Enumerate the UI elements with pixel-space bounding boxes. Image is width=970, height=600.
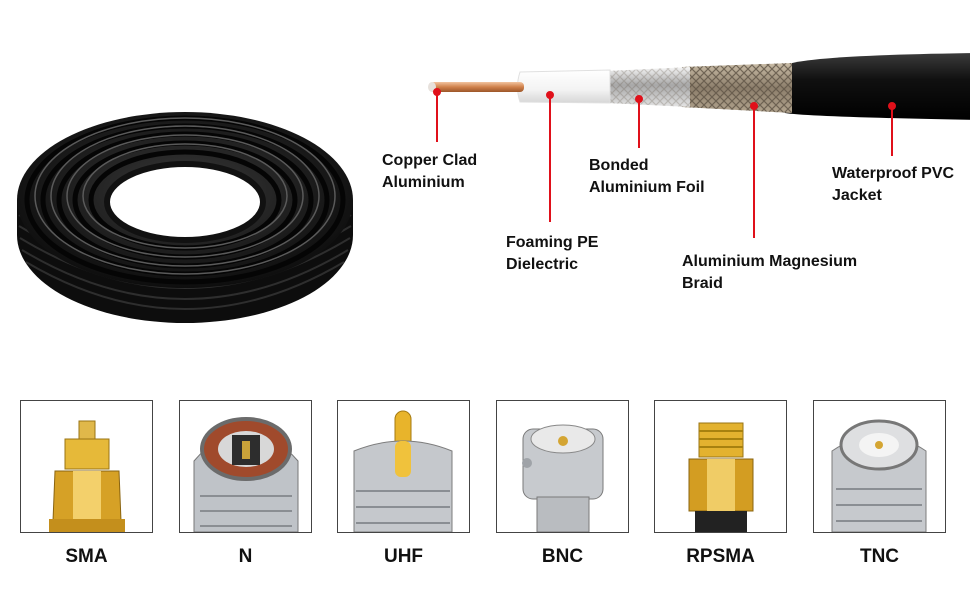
connector-label-n: N bbox=[238, 546, 253, 567]
connector-rpsma-image bbox=[654, 400, 787, 533]
connector-label-tnc: TNC bbox=[859, 546, 900, 567]
connector-label-sma: SMA bbox=[65, 546, 108, 567]
cable-cross-section-image bbox=[428, 53, 970, 120]
connector-label-uhf: UHF bbox=[383, 546, 424, 567]
connector-bnc-image bbox=[496, 400, 629, 533]
callout-lines bbox=[433, 88, 896, 238]
connector-tnc-image bbox=[813, 400, 946, 533]
connector-n-image bbox=[179, 400, 312, 533]
connector-label-bnc: BNC bbox=[541, 546, 584, 567]
connector-uhf-image bbox=[337, 400, 470, 533]
connector-sma-image bbox=[20, 400, 153, 533]
coiled-cable-image bbox=[17, 112, 353, 323]
connector-label-rpsma: RPSMA bbox=[686, 546, 755, 567]
